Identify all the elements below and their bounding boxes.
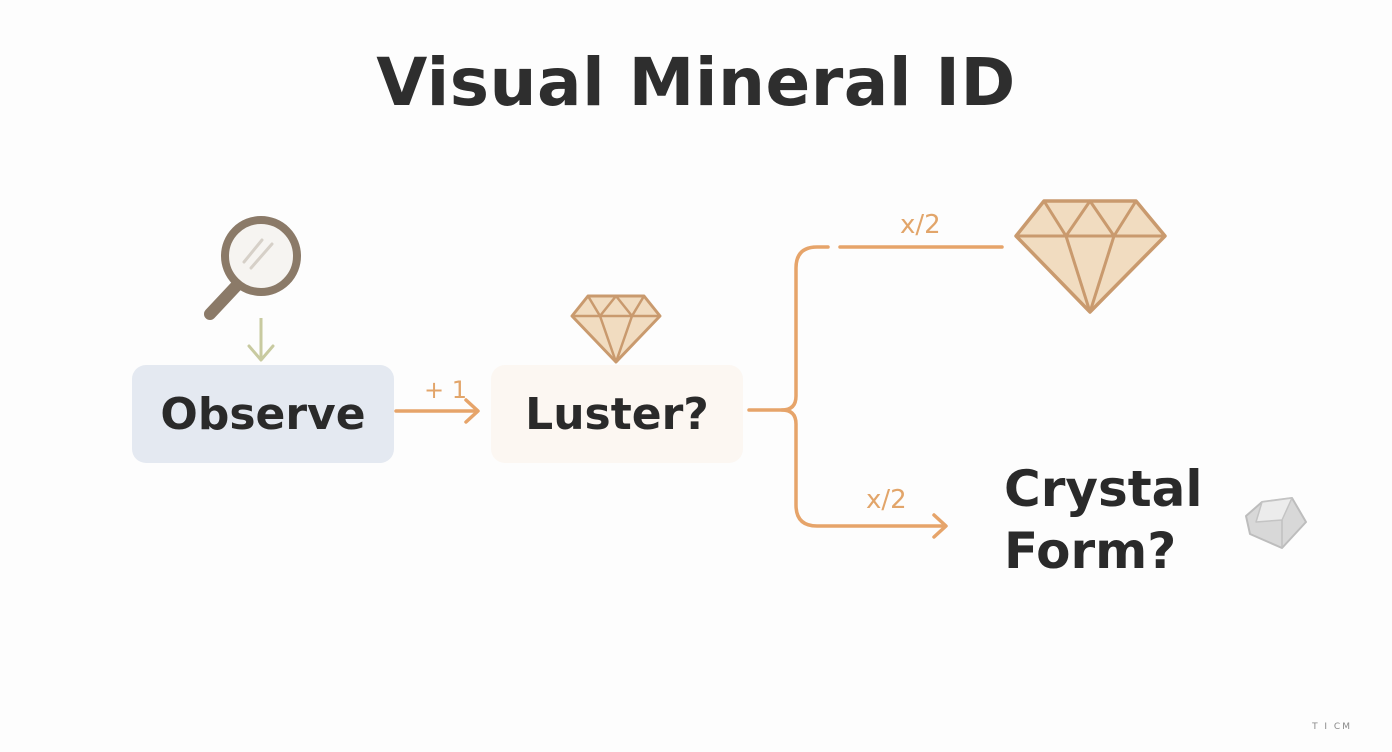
footer-mark: T I CM <box>1312 722 1352 732</box>
gray-crystal-icon <box>1245 497 1307 549</box>
arrow-observe-to-luster <box>394 398 480 424</box>
luster-node: Luster? <box>491 365 743 463</box>
down-arrow-icon <box>247 318 275 362</box>
diagram-title: Visual Mineral ID <box>376 44 1016 121</box>
edge-label-luster-crystal: x/2 <box>866 485 907 515</box>
large-diamond-icon <box>1014 199 1167 314</box>
luster-label: Luster? <box>525 388 709 440</box>
crystal-form-line2: Form? <box>1004 522 1177 580</box>
magnifier-icon <box>204 216 301 320</box>
small-diamond-icon <box>570 294 662 364</box>
crystal-form-line1: Crystal <box>1004 460 1203 518</box>
observe-node: Observe <box>132 365 394 463</box>
observe-label: Observe <box>160 388 366 440</box>
crystal-form-node: Crystal Form? <box>1004 458 1244 582</box>
branch-connector <box>747 245 1004 539</box>
edge-label-luster-top: x/2 <box>900 210 941 240</box>
edge-label-observe-luster: + 1 <box>424 376 468 404</box>
